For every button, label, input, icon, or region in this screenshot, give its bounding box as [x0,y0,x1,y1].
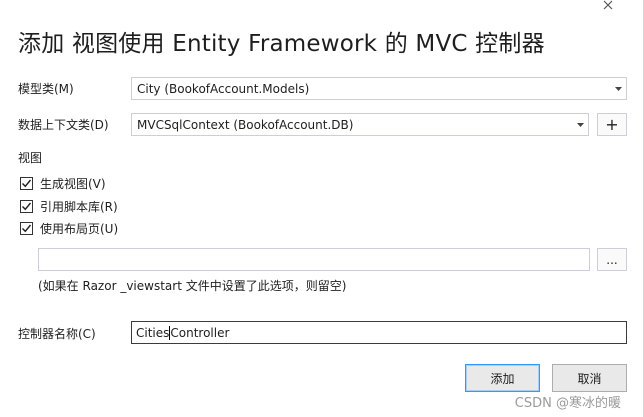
use-layout-checkbox-row[interactable]: 使用布局页(U) [20,220,118,237]
text-caret [169,325,171,340]
close-icon [603,0,613,10]
cancel-button[interactable]: 取消 [552,364,627,392]
controller-name-value-after-caret: Controller [170,325,230,340]
browse-layout-button[interactable]: ... [597,248,627,271]
checkmark-icon [22,202,32,211]
controller-name-value-before-caret: Cities [136,325,170,340]
reference-scripts-checkbox[interactable] [20,200,33,213]
ellipsis-icon: ... [606,252,618,267]
data-context-value: MVCSqlContext (BookofAccount.DB) [137,117,354,132]
generate-views-checkbox-row[interactable]: 生成视图(V) [20,175,106,192]
reference-scripts-label: 引用脚本库(R) [40,200,118,214]
checkmark-icon [22,224,32,233]
model-class-label: 模型类(M) [18,82,74,96]
model-class-value: City (BookofAccount.Models) [137,81,310,96]
dialog-title: 添加 视图使用 Entity Framework 的 MVC 控制器 [18,31,545,57]
watermark-text: CSDN @寒冰的暖 [514,396,621,411]
plus-icon: + [605,115,619,134]
generate-views-checkbox[interactable] [20,177,33,190]
views-section-label: 视图 [18,151,43,165]
data-context-label: 数据上下文类(D) [18,118,109,132]
add-button[interactable]: 添加 [465,364,540,392]
close-button[interactable] [601,0,615,12]
controller-name-label: 控制器名称(C) [18,327,96,341]
chevron-down-icon [572,122,588,127]
use-layout-checkbox[interactable] [20,222,33,235]
reference-scripts-checkbox-row[interactable]: 引用脚本库(R) [20,198,118,215]
use-layout-label: 使用布局页(U) [40,222,119,236]
add-data-context-button[interactable]: + [597,113,627,136]
chevron-down-icon [610,86,626,91]
checkmark-icon [22,179,32,188]
data-context-select[interactable]: MVCSqlContext (BookofAccount.DB) [131,113,589,136]
layout-hint-text: (如果在 Razor _viewstart 文件中设置了此选项，则留空) [38,279,347,293]
layout-path-input[interactable] [38,248,590,271]
generate-views-label: 生成视图(V) [40,177,106,191]
model-class-select[interactable]: City (BookofAccount.Models) [131,77,627,100]
